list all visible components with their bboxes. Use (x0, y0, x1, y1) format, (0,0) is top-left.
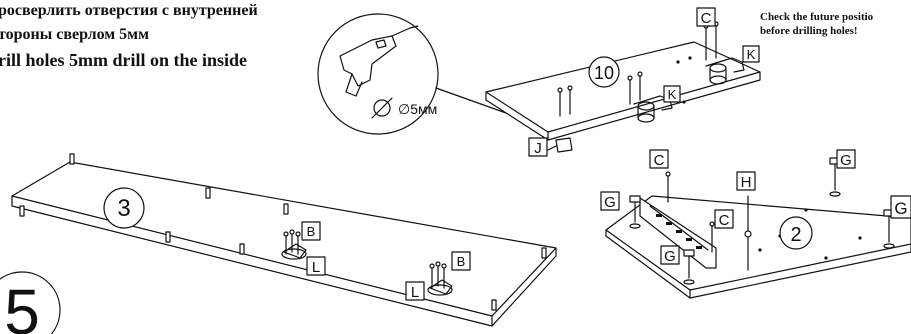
part-label-j: J (534, 140, 542, 157)
part-label-b-left: B (307, 224, 316, 239)
part-label-c-right: C (719, 212, 730, 229)
part-label-g-top-right: G (840, 152, 852, 169)
instruction-en-line: rill holes 5mm drill on the inside (0, 50, 248, 70)
part-label-b-right: B (457, 254, 466, 269)
part-label-k-left: K (668, 87, 677, 102)
panel-2-number: 2 (790, 224, 801, 246)
step-number-circle (0, 271, 61, 334)
instruction-ru-line-2: тороны сверлом 5мм (0, 26, 149, 43)
instruction-ru-line-1: росверлить отверстия с внутренней (0, 2, 258, 19)
part-label-c-rail: C (654, 152, 665, 169)
part-label-boxes (301, 7, 911, 301)
panel-2-number-circle (779, 216, 813, 250)
panel-3 (11, 153, 557, 327)
panel-10-number-circle (588, 56, 620, 88)
part-label-l-left: L (312, 259, 320, 276)
drill-icon (339, 25, 419, 97)
step-number: 5 (4, 276, 40, 334)
panel-3-number: 3 (117, 195, 130, 222)
drill-callout (317, 13, 521, 135)
panel-10 (485, 21, 761, 153)
panel-10-number: 10 (594, 63, 614, 83)
drilling-warning-line-2: before drilling holes! (760, 25, 858, 37)
drill-diameter-label: ∅5мм (398, 101, 437, 117)
part-label-g-left: G (604, 194, 616, 211)
part-label-g-edge: G (894, 199, 907, 218)
part-label-g-bottom: G (664, 248, 676, 265)
drilling-warning-line-1: Check the future positio (760, 11, 874, 23)
panel-2 (605, 157, 911, 299)
part-label-c-top: C (701, 10, 712, 27)
part-label-h: H (741, 174, 752, 191)
part-label-k-right: K (747, 47, 756, 62)
panel-3-number-circle (103, 187, 145, 229)
part-label-l-right: L (411, 284, 419, 301)
